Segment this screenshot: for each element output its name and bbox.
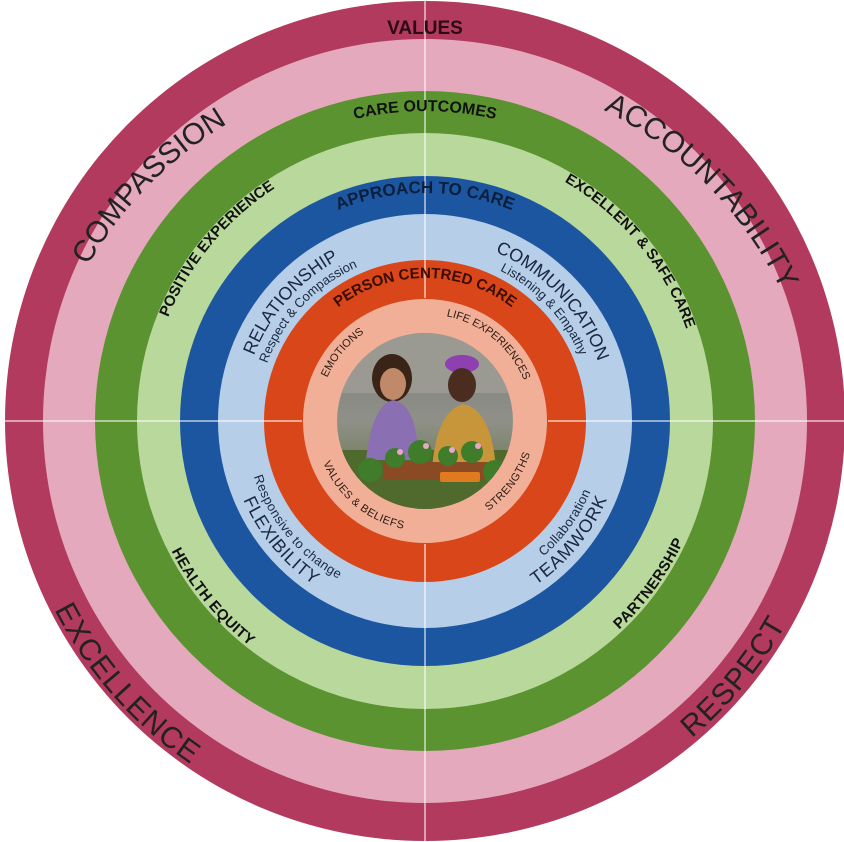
quadrant-dividers (5, 1, 844, 841)
center-photo (337, 333, 513, 509)
values-header: VALUES (387, 18, 463, 39)
